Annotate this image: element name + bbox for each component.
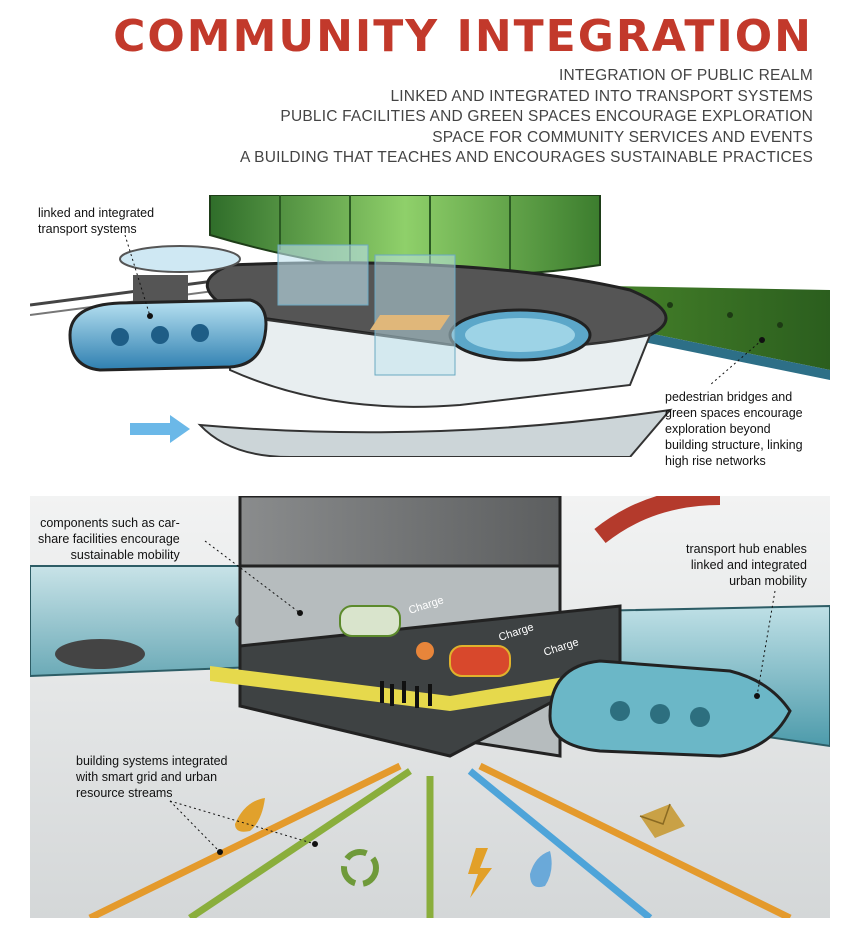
subtitle-line: LINKED AND INTEGRATED INTO TRANSPORT SYS… bbox=[390, 87, 813, 105]
building-core bbox=[210, 496, 622, 758]
annotation-line: resource streams bbox=[76, 786, 173, 800]
page-title: COMMUNITY INTEGRATION bbox=[113, 11, 813, 62]
red-pipe-elbow bbox=[594, 496, 721, 544]
annotation-pedestrian: pedestrian bridges and green spaces enco… bbox=[665, 389, 803, 469]
annotation-line: components such as car- bbox=[40, 516, 180, 530]
annotation-line: high rise networks bbox=[665, 454, 766, 468]
subtitle-line: PUBLIC FACILITIES AND GREEN SPACES ENCOU… bbox=[280, 108, 813, 125]
annotation-line: with smart grid and urban bbox=[76, 770, 218, 784]
annotation-line: sustainable mobility bbox=[70, 548, 180, 562]
annotation-line: linked and integrated bbox=[38, 206, 155, 220]
callout-dot bbox=[297, 610, 303, 616]
annotation-line: share facilities encourage bbox=[38, 532, 180, 546]
annotation-hub: transport hub enables linked and integra… bbox=[686, 541, 807, 589]
upper-illustration-svg bbox=[30, 195, 830, 457]
annotation-line: transport hub enables bbox=[686, 542, 807, 556]
envelope-icon bbox=[639, 803, 685, 838]
annotation-line: pedestrian bridges and bbox=[665, 390, 793, 404]
pedestrians bbox=[380, 681, 432, 708]
annotation-line: building systems integrated bbox=[76, 754, 228, 768]
callout-dot bbox=[147, 313, 153, 319]
lower-illustration-svg: Charge Charge Charge bbox=[30, 496, 830, 918]
callout-line bbox=[124, 234, 151, 317]
annotation-line: transport systems bbox=[38, 222, 137, 236]
flow-arrow bbox=[130, 415, 190, 443]
monorail-pod bbox=[68, 245, 268, 372]
subtitle-line: A BUILDING THAT TEACHES AND ENCOURAGES S… bbox=[239, 149, 813, 166]
resource-pipes bbox=[88, 762, 792, 918]
callout-line bbox=[709, 339, 763, 386]
annotation-systems: building systems integrated with smart g… bbox=[76, 753, 227, 801]
water-drop-orange-icon bbox=[235, 798, 265, 832]
water-drop-blue-icon bbox=[530, 851, 552, 888]
annotation-line: building structure, linking bbox=[665, 438, 803, 452]
transit-train bbox=[548, 659, 792, 758]
annotation-carshare: components such as car- share facilities… bbox=[38, 515, 180, 563]
recycle-icon bbox=[341, 849, 379, 887]
subtitle-line: INTEGRATION OF PUBLIC REALM bbox=[558, 67, 813, 84]
glass-elevator bbox=[277, 244, 456, 376]
upper-illustration bbox=[30, 195, 830, 457]
subtitle-list: INTEGRATION OF PUBLIC REALM LINKED AND I… bbox=[240, 66, 813, 169]
annotation-line: exploration beyond bbox=[665, 422, 771, 436]
callout-line bbox=[169, 800, 316, 845]
charging-cars bbox=[339, 605, 511, 677]
lightning-icon bbox=[468, 848, 492, 898]
annotation-line: urban mobility bbox=[729, 574, 807, 588]
annotation-line: linked and integrated bbox=[690, 558, 807, 572]
annotation-transport: linked and integrated transport systems bbox=[38, 205, 154, 237]
lower-illustration: Charge Charge Charge bbox=[30, 496, 830, 918]
annotation-line: green spaces encourage bbox=[665, 406, 803, 420]
subtitle-line: SPACE FOR COMMUNITY SERVICES AND EVENTS bbox=[432, 128, 813, 146]
callout-line bbox=[169, 800, 221, 853]
